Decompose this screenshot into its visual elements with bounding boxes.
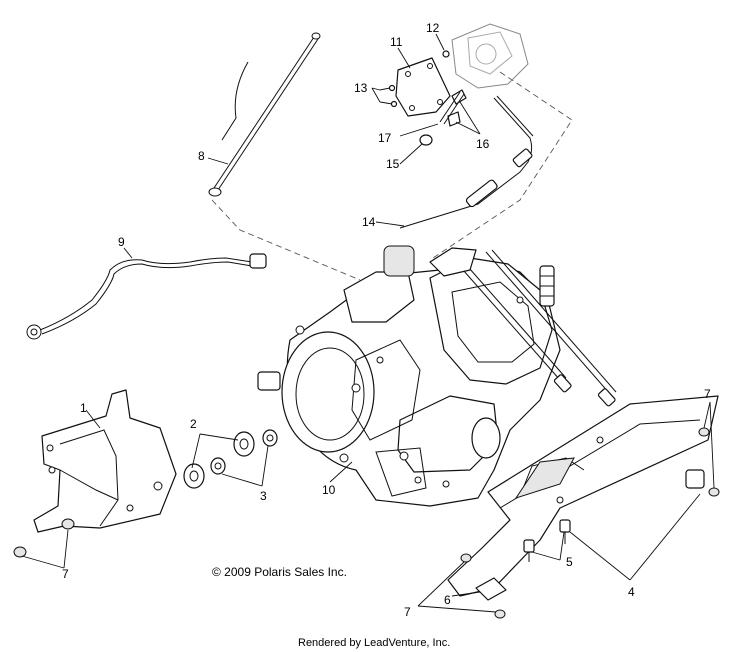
callout-13: 13 (354, 81, 368, 95)
throttle-body-reference (451, 23, 529, 89)
callout-15: 15 (386, 157, 400, 171)
assembly-guide-lines (211, 71, 573, 281)
callout-8: 8 (198, 149, 205, 163)
part-9-cable[interactable] (26, 253, 267, 340)
part-4-frame-bracket[interactable] (447, 395, 719, 597)
callout-7-right: 7 (704, 387, 711, 401)
part-13-bolts[interactable] (379, 84, 398, 108)
callout-labels: 1 2 3 4 5 6 7 7 7 7 8 9 10 11 12 13 14 1… (62, 21, 711, 649)
callout-3: 3 (260, 489, 267, 503)
callout-1: 1 (80, 401, 87, 415)
rendered-by-credit: Rendered by LeadVenture, Inc. (298, 637, 450, 649)
part-6-isolator[interactable] (475, 577, 507, 601)
callout-4: 4 (628, 585, 635, 599)
callout-5: 5 (566, 555, 573, 569)
copyright-text: © 2009 Polaris Sales Inc. (212, 565, 347, 579)
callout-9: 9 (118, 235, 125, 249)
callout-11: 11 (390, 35, 403, 49)
callout-12: 12 (426, 21, 440, 35)
callout-14: 14 (362, 215, 376, 229)
callout-2: 2 (190, 417, 197, 431)
part-7-nuts-right[interactable] (460, 427, 720, 619)
part-12-screw[interactable] (442, 50, 450, 58)
callout-6: 6 (444, 593, 451, 607)
part-10-engine-assembly[interactable] (257, 245, 617, 507)
callout-10: 10 (322, 483, 336, 497)
part-7-nut-left[interactable] (13, 518, 75, 558)
leader-lines (21, 33, 715, 613)
callout-17: 17 (378, 131, 392, 145)
callout-7-bottom: 7 (404, 605, 411, 619)
callout-16: 16 (476, 137, 490, 151)
part-3-washers[interactable] (210, 429, 278, 475)
part-8-rod[interactable] (208, 32, 321, 197)
part-17-hose[interactable] (439, 91, 465, 125)
part-15-clip[interactable] (419, 134, 433, 146)
part-5-bolts[interactable] (523, 519, 571, 562)
part-1-mount-bracket[interactable] (33, 389, 177, 533)
part-2-isolators[interactable] (183, 431, 255, 489)
part-14-throttle-cable[interactable] (399, 95, 534, 229)
part-11-bracket[interactable] (395, 57, 451, 117)
callout-7-left: 7 (62, 567, 69, 581)
